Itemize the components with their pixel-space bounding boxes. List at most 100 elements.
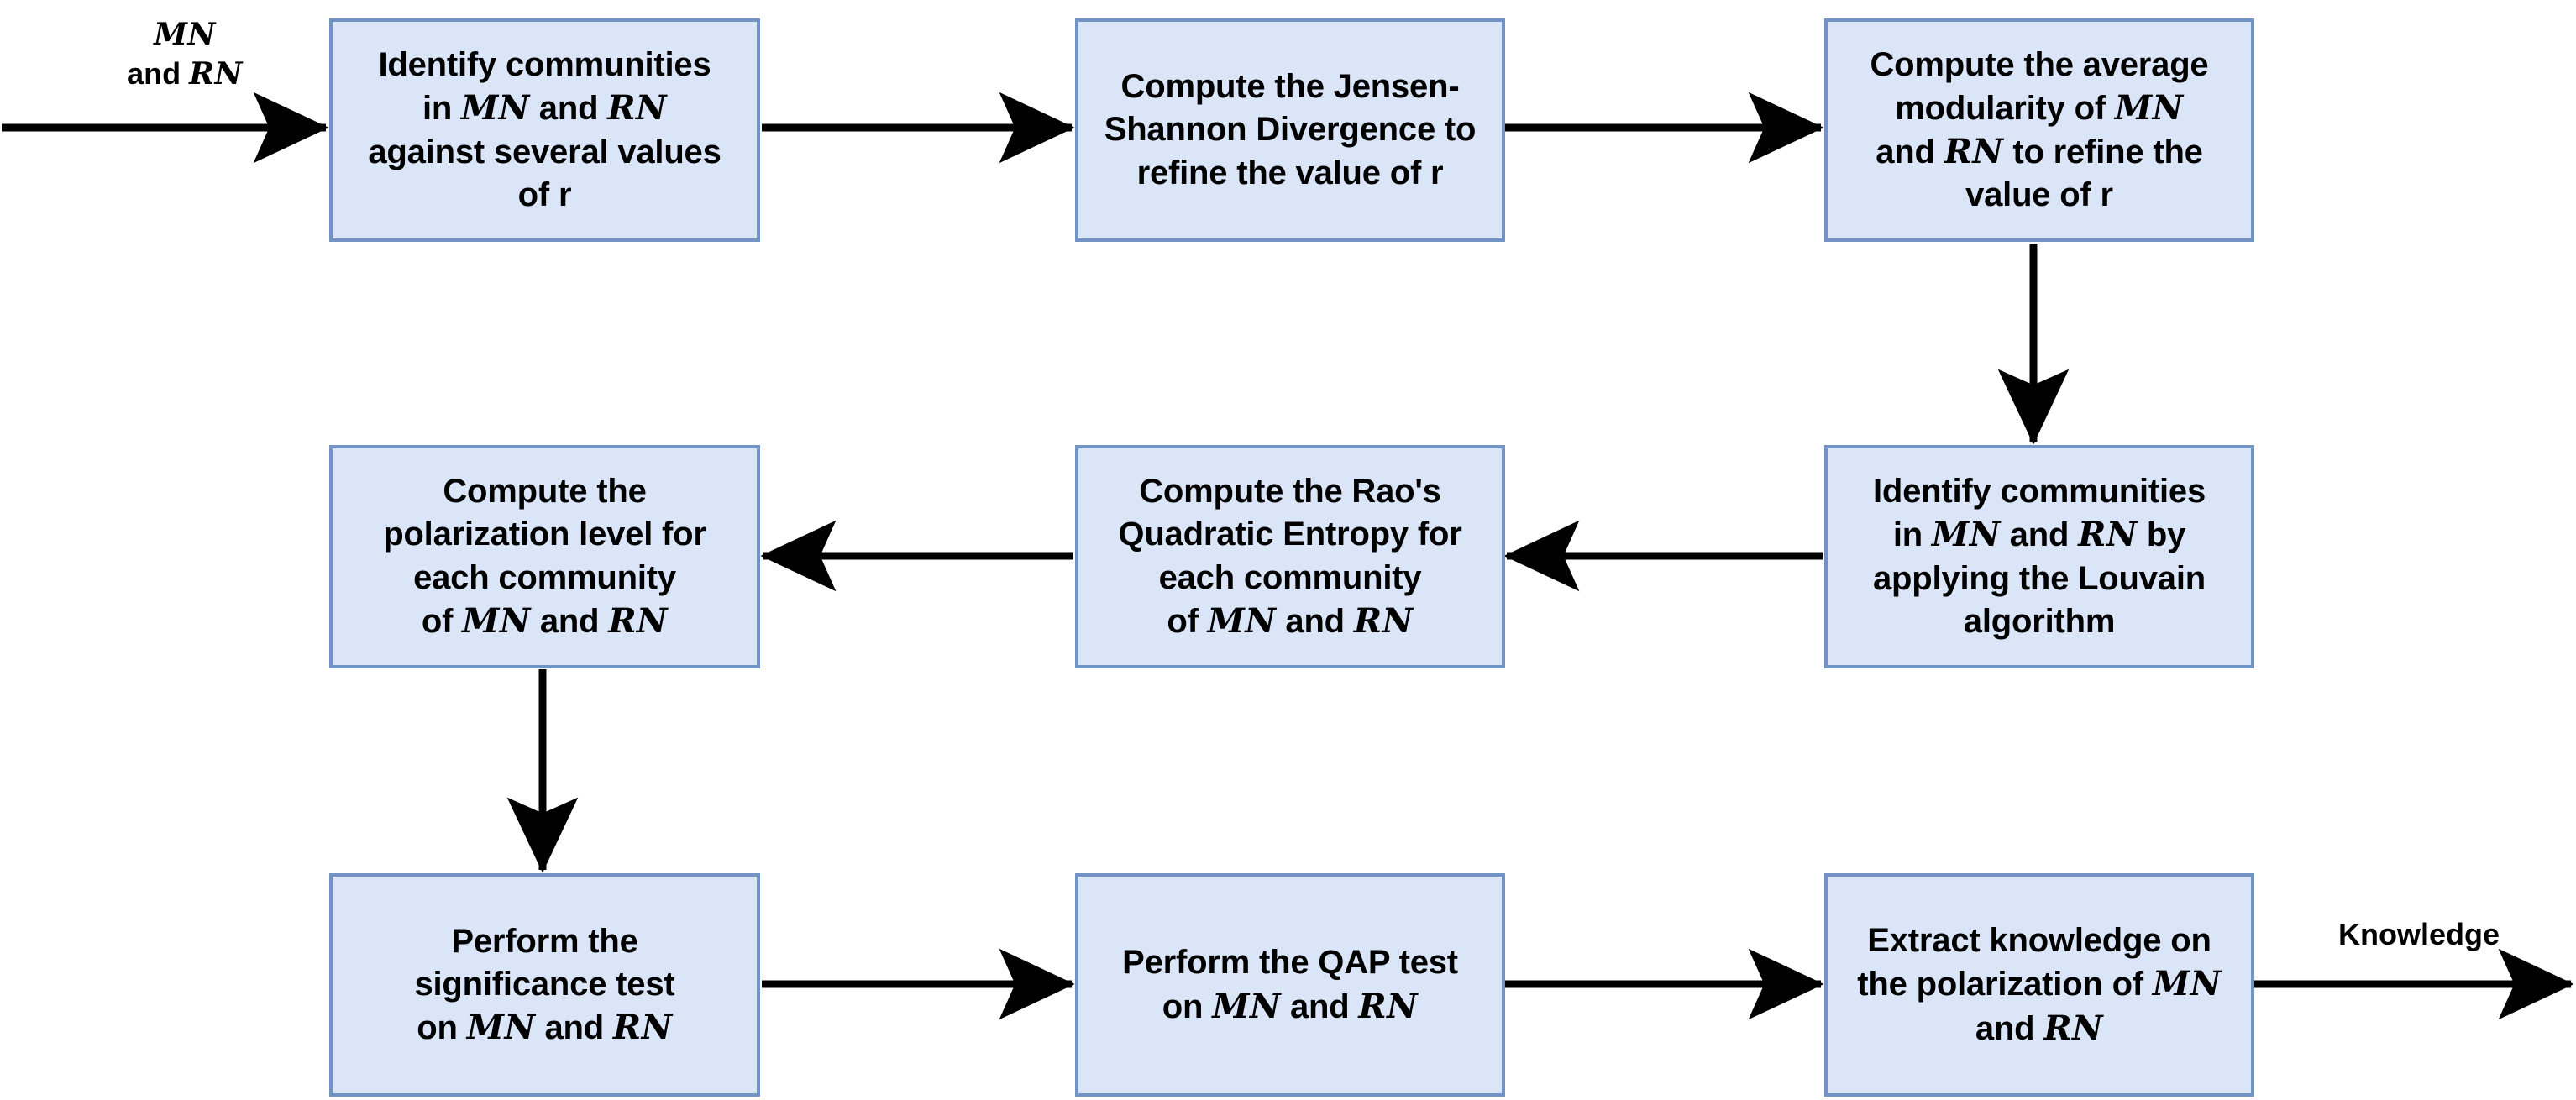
node-label-line: on MN and RN [1122,985,1458,1029]
node-label-text: Perform the QAP test [1122,944,1458,982]
node-label-text: Extract knowledge on [1867,922,2211,960]
network-symbol-rn: RN [1353,600,1414,641]
node-label-line: modularity of MN [1870,86,2209,130]
node-label-line: algorithm [1873,600,2206,643]
node-polarization-level[interactable]: Compute the polarization level for each co… [329,445,760,668]
node-label-text: refine the value of r [1136,154,1444,191]
network-symbol-mn: MN [1212,986,1282,1026]
node-label-line: in MN and RN by [1873,513,2206,557]
node-label-line: and RN [1857,1007,2221,1050]
network-symbol-mn: MN [462,600,531,641]
node-label: Compute the polarization level for each co… [383,470,706,643]
node-label-text: Compute the average [1870,45,2209,83]
node-label-text: applying the Louvain [1872,559,2206,597]
node-label-line: the polarization of MN [1857,962,2221,1006]
node-label-line: refine the value of r [1104,152,1477,195]
node-label-line: applying the Louvain [1873,558,2206,600]
node-label-line: Compute the [383,470,706,513]
node-label-line: of MN and RN [383,600,706,643]
node-label-text: in [1892,516,1932,554]
node-label-line: Shannon Divergence to [1104,108,1477,151]
node-label-text: and [529,90,608,128]
node-label: Compute the Jensen-Shannon Divergence to… [1104,65,1477,195]
node-label-text: modularity of [1895,89,2115,127]
node-label-text: to refine the [2003,134,2203,170]
node-label-line: Compute the Rao's [1118,470,1461,513]
node-label-text: polarization level for [383,516,706,553]
network-symbol-rn: RN [1358,986,1419,1026]
node-jensen-shannon-divergence[interactable]: Compute the Jensen-Shannon Divergence to… [1075,18,1505,242]
node-label-line: in MN and RN [368,86,721,130]
node-label-text: value of r [1965,176,2113,214]
node-label-text: Compute the [443,473,647,511]
network-symbol-rn: RN [2078,515,2138,555]
node-label-text: and [2000,516,2079,554]
node-label-line: polarization level for [383,513,706,556]
node-label-text: each community [413,558,676,596]
network-symbol-mn: MN [2114,87,2184,128]
node-label-line: Compute the Jensen- [1104,65,1477,108]
output-label: Knowledge [2318,915,2520,955]
node-label-text: against several values [368,133,721,170]
node-label-line: Compute the average [1870,44,2209,86]
network-symbol-mn: MN [1931,515,2001,555]
node-label-line: Identify communities [1873,470,2206,513]
node-label-line: significance test [414,963,674,1006]
node-label-text: by [2137,516,2186,554]
node-label-text: and [535,1009,613,1047]
node-label-text: Identify communities [378,46,711,84]
node-label-text: and [530,602,609,640]
node-label-text: of [421,602,463,640]
node-label-text: and [1276,602,1354,640]
node-label-text: each community [1158,558,1422,596]
node-label-text: significance test [414,965,675,1003]
node-label-line: and RN to refine the [1870,130,2209,174]
network-symbol-mn: MN [2152,964,2222,1004]
node-label-text: of [1167,602,1208,640]
node-label-text: on [1162,987,1213,1025]
node-label-text: and [1975,1009,2044,1047]
node-label-text: of r [517,175,572,213]
node-label-line: of r [368,174,721,217]
node-label-line: each community [383,557,706,600]
input-symbol-mn: MN [154,17,216,52]
node-label-line: Perform the [414,920,674,963]
node-label-text: on [417,1009,467,1047]
node-label-text: and [1281,987,1359,1025]
node-label-text: Perform the [451,922,638,960]
node-label-text: Identify communities [1872,473,2206,511]
node-label-line: each community [1118,557,1461,600]
input-label-and: and [127,55,190,91]
node-label-text: the polarization of [1857,966,2153,1003]
node-label-line: Perform the QAP test [1122,941,1458,984]
network-symbol-rn: RN [612,1008,673,1048]
node-label-line: Identify communities [368,44,721,86]
node-label-text: Compute the Rao's [1139,473,1441,511]
node-label-line: on MN and RN [414,1006,674,1050]
node-label-text: in [422,90,462,128]
network-symbol-rn: RN [2043,1008,2104,1048]
node-label-text: and [1876,134,1944,170]
node-label-line: Quadratic Entropy for [1118,513,1461,556]
node-label-line: Extract knowledge on [1857,919,2221,962]
network-symbol-mn: MN [1207,600,1277,641]
input-symbol-rn: RN [189,55,243,92]
network-symbol-mn: MN [461,88,530,128]
input-label: MN and RN [59,15,311,94]
node-label-line: value of r [1870,174,2209,217]
network-symbol-mn: MN [466,1008,536,1048]
input-label-line2: and RN [59,55,311,94]
